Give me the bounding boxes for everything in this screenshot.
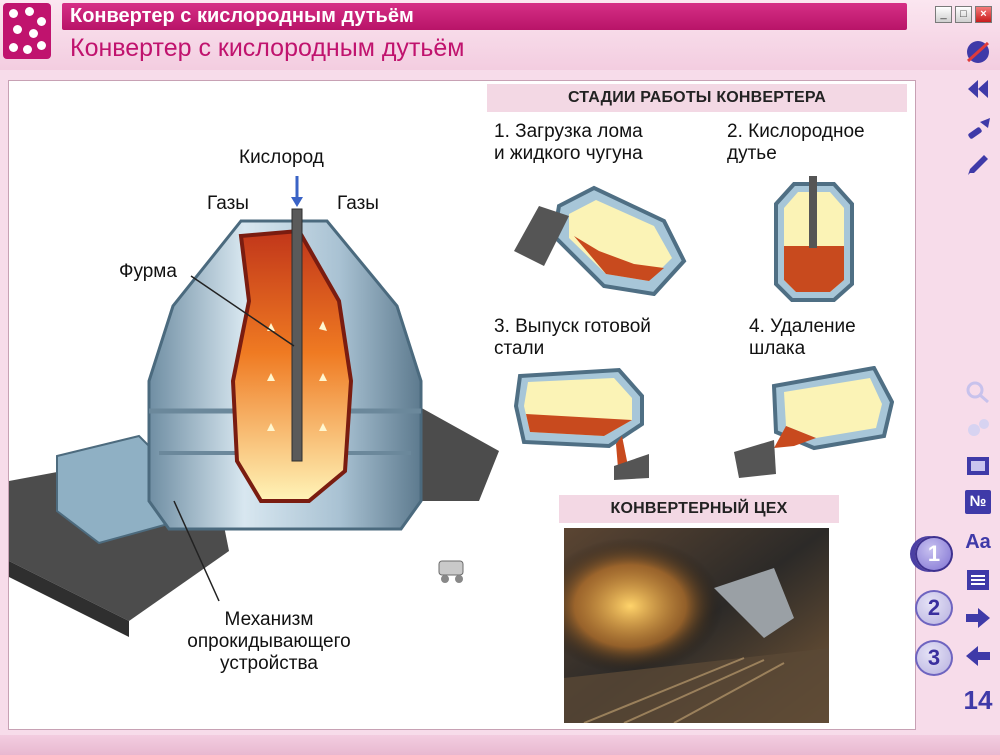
zoom-icon [966, 381, 989, 404]
step-2-button[interactable]: 2 [915, 590, 953, 626]
number-button[interactable]: № [963, 488, 993, 516]
page-number: 14 [963, 685, 993, 715]
minimize-button[interactable]: _ [935, 6, 952, 23]
stage-4-line2: шлака [749, 338, 806, 359]
page-title: Конвертер с кислородным дутьём [70, 34, 465, 62]
label-mechanism-line3: устройства [220, 653, 318, 674]
prev-button[interactable] [963, 642, 993, 670]
pencil-button[interactable] [963, 150, 993, 178]
maximize-button[interactable]: □ [955, 6, 972, 23]
content-area: Кислород Газы Газы Фурма Механизм опроки… [8, 80, 916, 730]
stage-3-line1: 3. Выпуск готовой [494, 316, 651, 337]
stage-2-illustration [774, 176, 854, 302]
rewind-icon [968, 80, 988, 98]
flashlight-button[interactable] [963, 115, 993, 143]
stage-2-label: 2. Кислородное дутье [727, 121, 865, 165]
close-button[interactable]: × [975, 6, 992, 23]
stage-1-label: 1. Загрузка лома и жидкого чугуна [494, 121, 643, 165]
header-bar: Конвертер с кислородным дутьём Конвертер… [0, 0, 1000, 70]
window-title: Конвертер с кислородным дутьём [62, 3, 907, 30]
stage-1-line1: 1. Загрузка лома [494, 121, 643, 142]
label-gases-right: Газы [337, 193, 379, 214]
label-oxygen: Кислород [239, 147, 324, 168]
stage-1-illustration [514, 185, 687, 296]
list-icon [967, 570, 989, 590]
app-logo-icon [3, 3, 51, 59]
stage-4-label: 4. Удаление шлака [749, 316, 856, 360]
stages-title: СТАДИИ РАБОТЫ КОНВЕРТЕРА [487, 84, 907, 112]
no-sound-button[interactable] [963, 38, 993, 66]
gears-button[interactable] [963, 414, 993, 442]
stage-3-line2: стали [494, 338, 545, 359]
number-icon: № [965, 490, 991, 514]
film-icon [967, 457, 989, 475]
window-controls: _ □ × [935, 6, 992, 23]
stage-4-illustration [734, 366, 894, 478]
zoom-button[interactable] [963, 378, 993, 406]
arrow-left-icon [966, 646, 990, 666]
workshop-title: КОНВЕРТЕРНЫЙ ЦЕХ [559, 495, 839, 523]
footer-bar [0, 735, 1000, 755]
flashlight-icon [968, 118, 990, 139]
label-gases-left: Газы [207, 193, 249, 214]
stage-4-line1: 4. Удаление [749, 316, 856, 337]
workshop-photo [564, 528, 829, 723]
arrow-right-icon [966, 608, 990, 628]
font-icon: Aa [965, 530, 991, 553]
no-sound-icon [966, 41, 990, 63]
step-1-button[interactable]: 1 [915, 536, 953, 572]
stage-3-label: 3. Выпуск готовой стали [494, 316, 651, 360]
step-3-button[interactable]: 3 [915, 640, 953, 676]
stage-3-illustration [514, 367, 649, 480]
pencil-icon [968, 155, 988, 175]
stage-1-line2: и жидкого чугуна [494, 143, 643, 164]
next-button[interactable] [963, 604, 993, 632]
label-mechanism-line1: Механизм [224, 609, 314, 630]
converter-illustration [9, 176, 499, 637]
label-mechanism-line2: опрокидывающего [187, 631, 351, 652]
stage-2-line1: 2. Кислородное [727, 121, 865, 142]
number-label: № [969, 493, 987, 510]
gears-icon [968, 419, 989, 436]
label-mechanism: Механизм опрокидывающего устройства [159, 609, 379, 675]
list-button[interactable] [963, 566, 993, 594]
stage-2-line2: дутье [727, 143, 777, 164]
rewind-button[interactable] [963, 75, 993, 103]
film-button[interactable] [963, 452, 993, 480]
label-lance: Фурма [119, 261, 177, 282]
font-button[interactable]: Aa [963, 528, 993, 556]
